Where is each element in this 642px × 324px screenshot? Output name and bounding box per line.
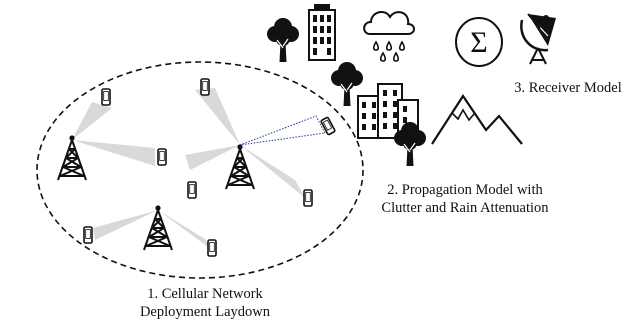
link-to-mobile (239, 115, 326, 146)
mobile-phone-icon (207, 239, 217, 257)
antenna-beams (72, 88, 305, 250)
cellular-network-label-line2: Deployment Laydown (140, 304, 271, 320)
propagation-model-label-line2: Clutter and Rain Attenuation (381, 200, 549, 216)
building-icon (308, 4, 336, 61)
cellular-network-area (36, 61, 364, 279)
mountain-icon (431, 94, 523, 145)
summation-icon: Σ (455, 17, 503, 67)
mobile-phone-icon (157, 148, 167, 166)
cellular-network-label-line1: 1. Cellular Network (147, 286, 263, 302)
beam (240, 145, 305, 198)
cell-tower-icon (225, 143, 255, 190)
tree-icon (266, 17, 300, 63)
receiver-model: Σ (455, 13, 556, 67)
beam (72, 102, 112, 140)
mobile-phone-icon (200, 78, 210, 96)
beam (195, 88, 240, 145)
beam (72, 140, 155, 166)
propagation-model-label-line1: 2. Propagation Model with (387, 182, 543, 198)
mobile-phone-icon (101, 88, 111, 106)
cell-tower-icon (143, 204, 173, 251)
rain-cloud-icon (363, 10, 415, 62)
mobile-phone-icon (187, 181, 197, 199)
mobile-phone-icon (83, 226, 93, 244)
beam (93, 210, 158, 240)
mobile-phone-icon (303, 189, 313, 207)
building-icon (357, 83, 419, 139)
beam (158, 210, 212, 250)
receiver-model-label: 3. Receiver Model (514, 80, 622, 96)
sum-symbol: Σ (470, 26, 487, 59)
propagation-environment (266, 4, 523, 167)
satellite-dish-icon (520, 13, 556, 65)
beam (185, 145, 240, 170)
coverage-boundary (36, 61, 364, 279)
mobile-phone-icon (319, 116, 337, 136)
